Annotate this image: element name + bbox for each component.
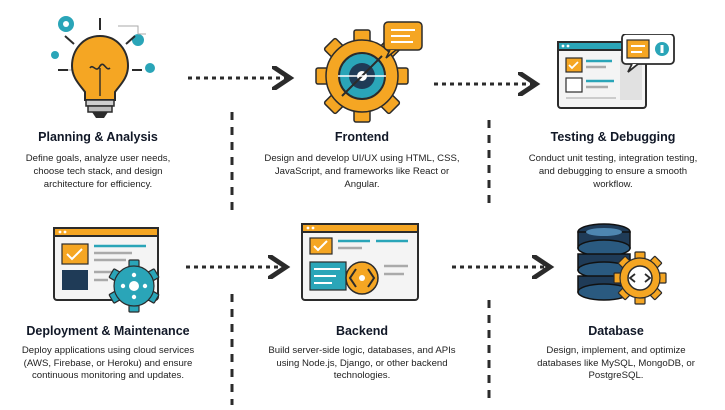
step-database: Database Design, implement, and optimize…	[526, 324, 706, 383]
step-title: Testing & Debugging	[550, 130, 676, 144]
step-description: Define goals, analyze user needs, choose…	[25, 153, 171, 191]
step-title: Deployment & Maintenance	[26, 324, 190, 338]
step-frontend: Frontend Design and develop UI/UX using …	[262, 130, 462, 192]
dashboard-gear-icon	[53, 227, 160, 313]
step-description: Deploy applications using cloud services…	[21, 345, 195, 382]
step-description: Conduct unit testing, integration testin…	[528, 153, 698, 191]
step-deployment: Deployment & Maintenance Deploy applicat…	[18, 324, 198, 383]
gear-icon	[315, 21, 423, 123]
lightbulb-icon	[51, 16, 155, 118]
step-backend: Backend Build server-side logic, databas…	[262, 324, 462, 383]
browser-code-icon	[301, 223, 419, 301]
step-description: Design and develop UI/UX using HTML, CSS…	[264, 153, 460, 191]
monitor-icon	[557, 34, 675, 109]
step-description: Design, implement, and optimize database…	[537, 345, 695, 382]
database-icon	[577, 223, 667, 305]
step-planning: Planning & Analysis Define goals, analyz…	[20, 130, 176, 192]
step-title: Planning & Analysis	[38, 130, 158, 144]
step-testing: Testing & Debugging Conduct unit testing…	[526, 130, 700, 192]
step-title: Frontend	[334, 130, 390, 144]
step-title: Backend	[335, 324, 389, 338]
step-title: Database	[588, 324, 644, 338]
step-description: Build server-side logic, databases, and …	[268, 345, 456, 382]
